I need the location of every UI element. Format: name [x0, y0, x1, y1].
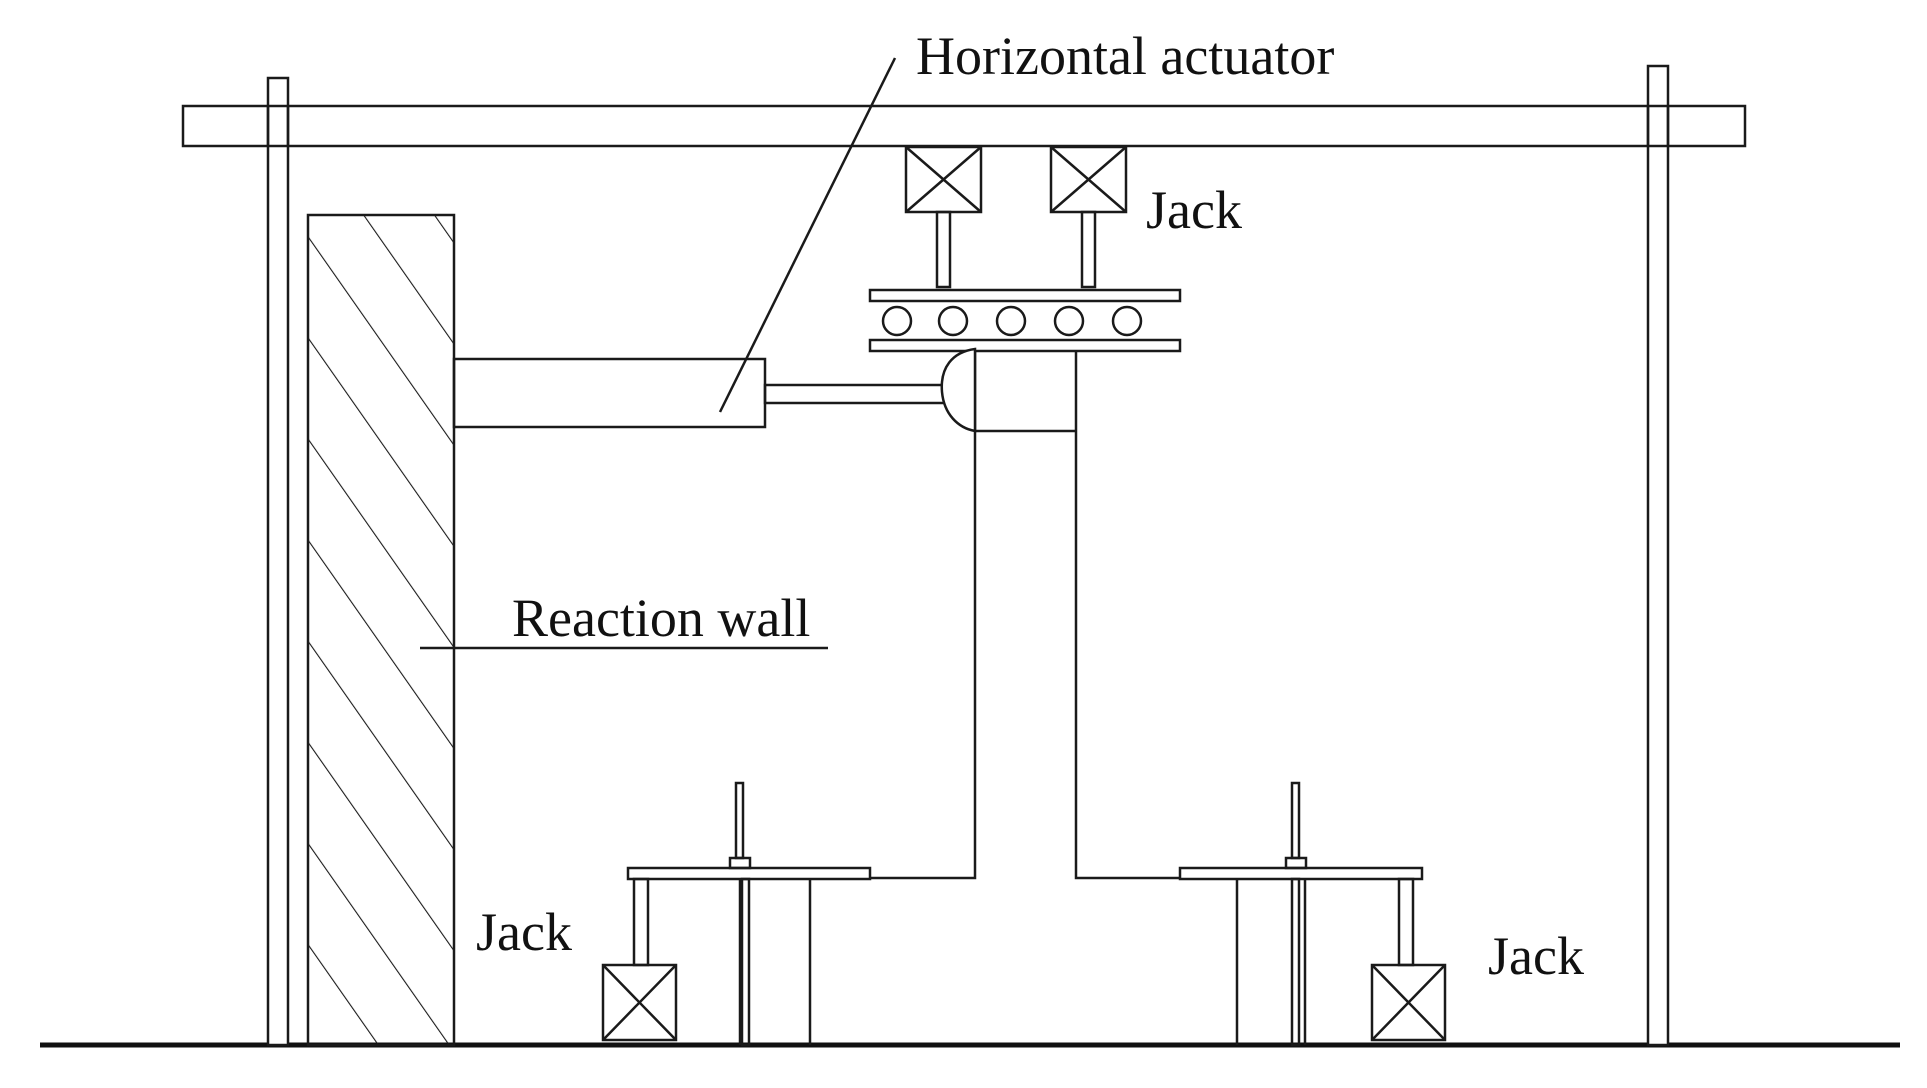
top-jack-right: [1049, 145, 1128, 289]
frame-column-right: [1646, 64, 1670, 1047]
label-jack-top: Jack: [1146, 180, 1242, 240]
top-beam: [181, 104, 1747, 148]
reaction-wall: [306, 213, 456, 1047]
frame-column-left: [266, 76, 290, 1047]
top-jack-left: [904, 145, 983, 289]
label-reaction-wall: Reaction wall: [512, 588, 810, 648]
bottom-jack-left: [601, 963, 678, 1042]
support-left: [626, 781, 872, 1047]
roller-bearing: [868, 288, 1182, 353]
bottom-jack-right: [1370, 963, 1447, 1042]
actuator-leader-line: [718, 57, 897, 413]
horizontal-actuator: [452, 357, 950, 429]
support-right: [1178, 781, 1424, 1047]
loading-hinge: [940, 347, 977, 433]
label-horizontal-actuator: Horizontal actuator: [916, 26, 1334, 86]
label-jack-bottom-left: Jack: [476, 902, 572, 962]
specimen: [870, 347, 1180, 880]
label-jack-bottom-right: Jack: [1488, 926, 1584, 986]
